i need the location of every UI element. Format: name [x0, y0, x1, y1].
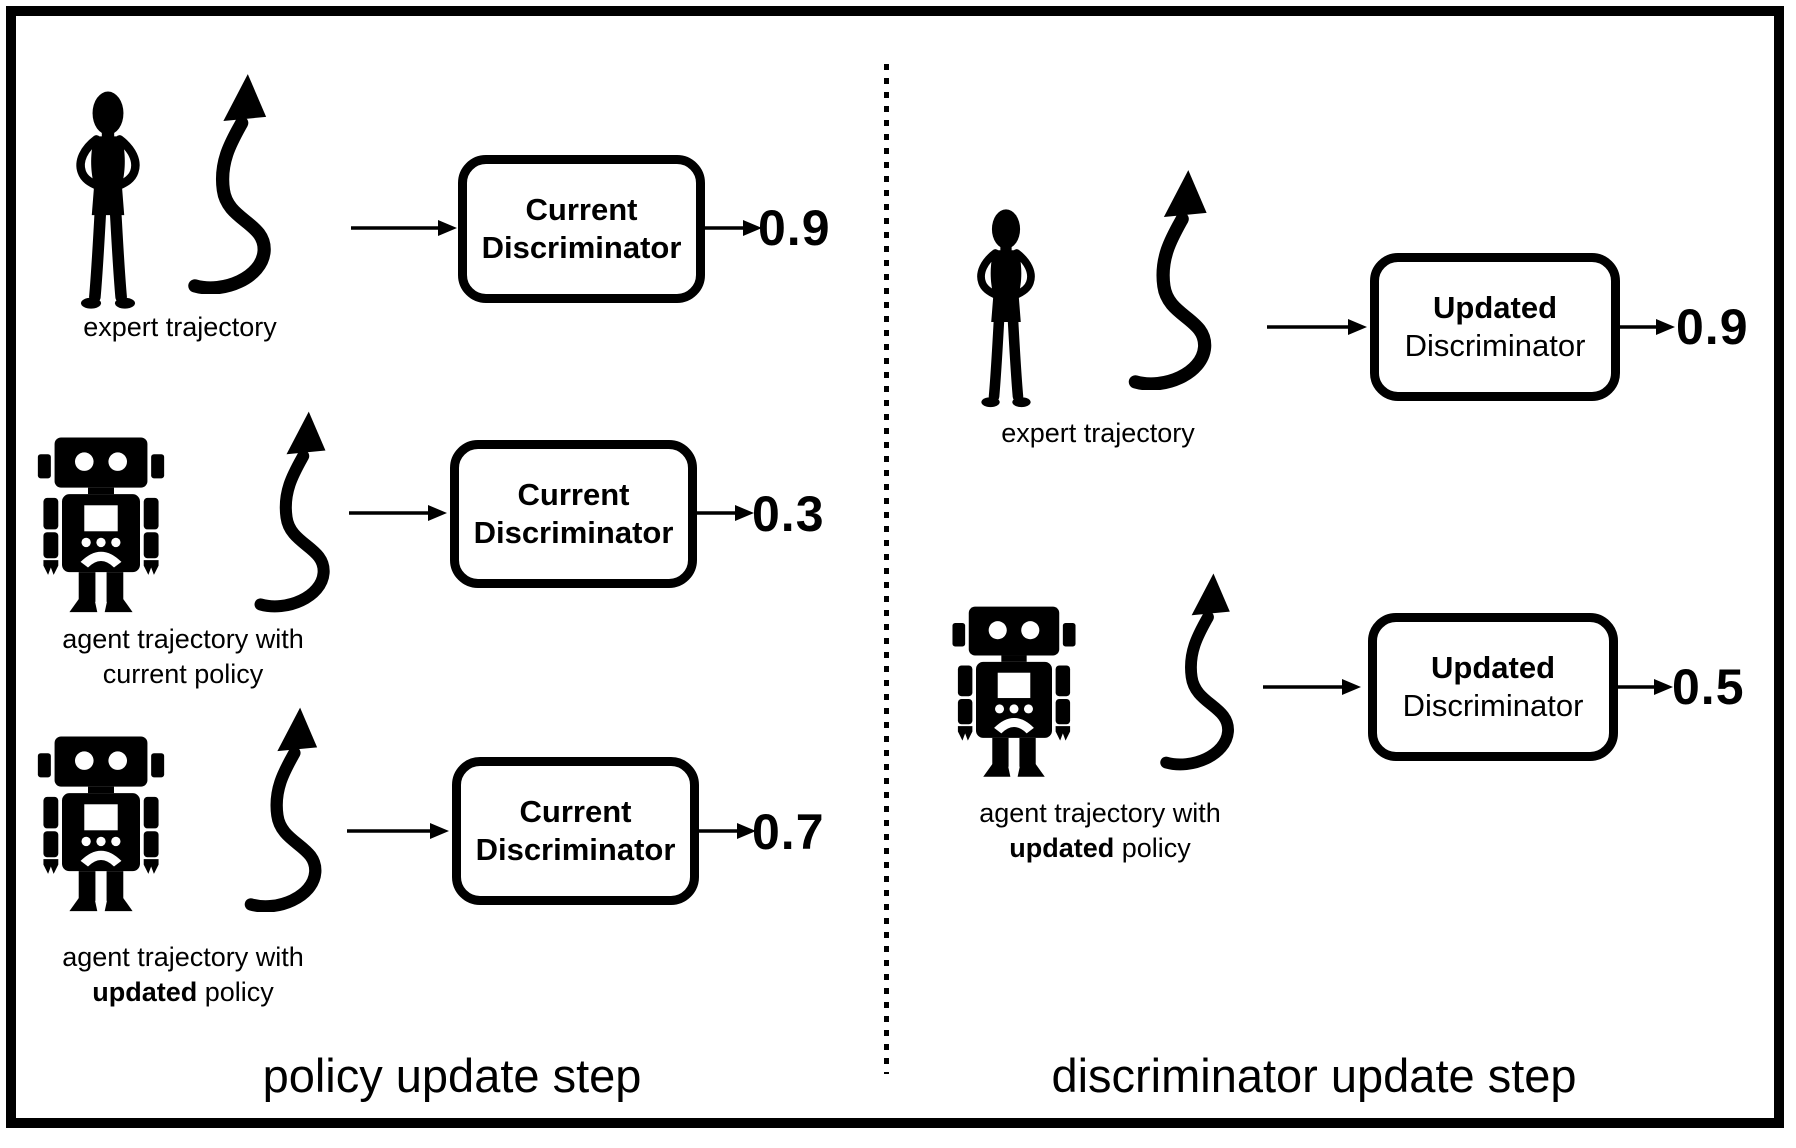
- updated-discriminator-box: Updated Discriminator: [1370, 253, 1620, 401]
- box-label-line1: Current: [525, 192, 638, 228]
- arrow-right-icon: [349, 505, 447, 521]
- arrow-right-icon: [347, 823, 449, 839]
- diagram-frame: [6, 6, 1784, 1128]
- discriminator-output-value: 0.7: [752, 804, 825, 860]
- discriminator-output-value: 0.5: [1672, 659, 1745, 715]
- label-line1: agent trajectory with: [979, 798, 1221, 828]
- arrow-right-icon: [704, 220, 762, 236]
- box-label-line2: Discriminator: [1402, 688, 1584, 723]
- label-line1: agent trajectory with: [62, 942, 304, 972]
- trajectory-squiggle-icon: [230, 700, 338, 912]
- expert-woman-icon: [64, 90, 152, 314]
- arrow-right-icon: [698, 823, 756, 839]
- box-label-line1: Updated: [1433, 290, 1557, 326]
- discriminator-output-value: 0.9: [1676, 299, 1749, 355]
- box-label-line2: Discriminator: [475, 832, 676, 867]
- arrow-right-icon: [696, 505, 754, 521]
- arrow-right-icon: [1263, 679, 1361, 695]
- label-line2: updated policy: [92, 977, 274, 1008]
- panel-divider-dotted-line: [884, 64, 889, 1074]
- box-label-line2: Discriminator: [481, 230, 682, 265]
- current-discriminator-box: Current Discriminator: [458, 155, 705, 303]
- agent-robot-icon: [950, 594, 1078, 784]
- box-label-line1: Updated: [1431, 650, 1555, 686]
- arrow-right-icon: [351, 220, 457, 236]
- current-discriminator-box: Current Discriminator: [452, 757, 699, 905]
- source-label: agent trajectory with current policy: [18, 622, 348, 692]
- current-discriminator-box: Current Discriminator: [450, 440, 697, 588]
- trajectory-squiggle-icon: [1106, 162, 1236, 390]
- trajectory-squiggle-icon: [242, 402, 344, 614]
- source-label: expert trajectory: [83, 312, 277, 342]
- box-label-line2: Discriminator: [473, 515, 674, 550]
- label-line2: updated policy: [1009, 833, 1191, 864]
- trajectory-squiggle-icon: [168, 66, 293, 294]
- arrow-right-icon: [1619, 319, 1675, 335]
- left-panel-caption: policy update step: [262, 1049, 642, 1102]
- arrow-right-icon: [1617, 679, 1673, 695]
- label-line2: current policy: [102, 659, 264, 690]
- discriminator-output-value: 0.3: [752, 486, 825, 542]
- source-label: agent trajectory with updated policy: [18, 940, 348, 1010]
- updated-discriminator-box: Updated Discriminator: [1368, 613, 1618, 761]
- box-label-line1: Current: [517, 477, 630, 513]
- arrow-right-icon: [1267, 319, 1367, 335]
- label-line1: agent trajectory with: [62, 624, 304, 654]
- agent-robot-icon: [36, 424, 166, 620]
- discriminator-output-value: 0.9: [758, 200, 831, 256]
- source-label: expert trajectory: [1001, 418, 1195, 448]
- box-label-line2: Discriminator: [1404, 328, 1586, 363]
- agent-robot-icon: [36, 718, 166, 924]
- box-label-line1: Current: [519, 794, 632, 830]
- trajectory-squiggle-icon: [1148, 564, 1248, 772]
- source-label: agent trajectory with updated policy: [930, 796, 1270, 866]
- right-panel-caption: discriminator update step: [1051, 1049, 1577, 1102]
- expert-woman-icon: [964, 208, 1048, 412]
